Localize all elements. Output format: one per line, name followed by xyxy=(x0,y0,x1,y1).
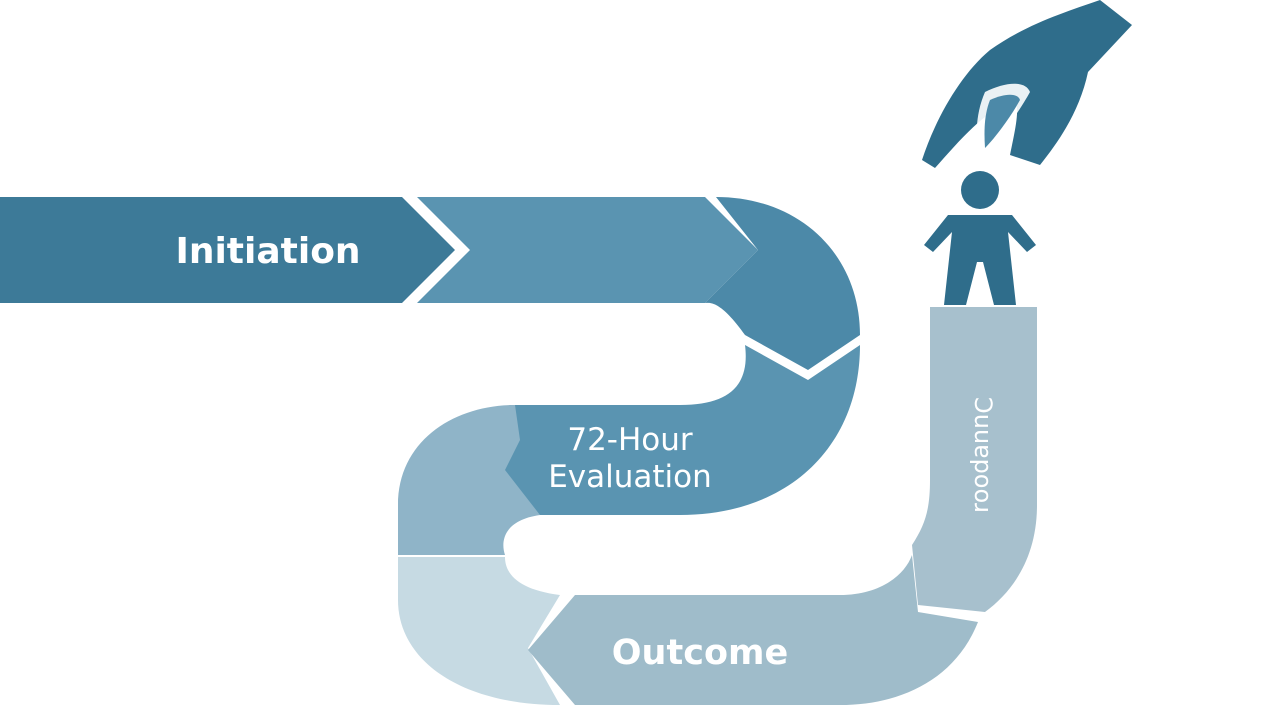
lower-left-curve xyxy=(398,557,560,705)
outcome-arrow xyxy=(528,555,978,705)
vertical-bar xyxy=(912,307,1037,612)
upper-curve-segment xyxy=(705,197,860,370)
initiation-arrow xyxy=(0,197,455,303)
initiation-label: Initiation xyxy=(175,231,360,272)
evaluation-left-curve xyxy=(398,405,540,555)
evaluation-label-line2: Evaluation xyxy=(548,459,712,495)
hand-icon xyxy=(922,0,1132,168)
evaluation-band xyxy=(475,345,860,515)
evaluation-label-line1: 72-Hour xyxy=(567,422,693,458)
person-icon xyxy=(924,171,1036,305)
stage-two-arrow xyxy=(417,197,758,303)
outcome-label: Outcome xyxy=(612,633,788,673)
vertical-bar-label: Ɔuuɐpooɹ xyxy=(969,397,997,513)
